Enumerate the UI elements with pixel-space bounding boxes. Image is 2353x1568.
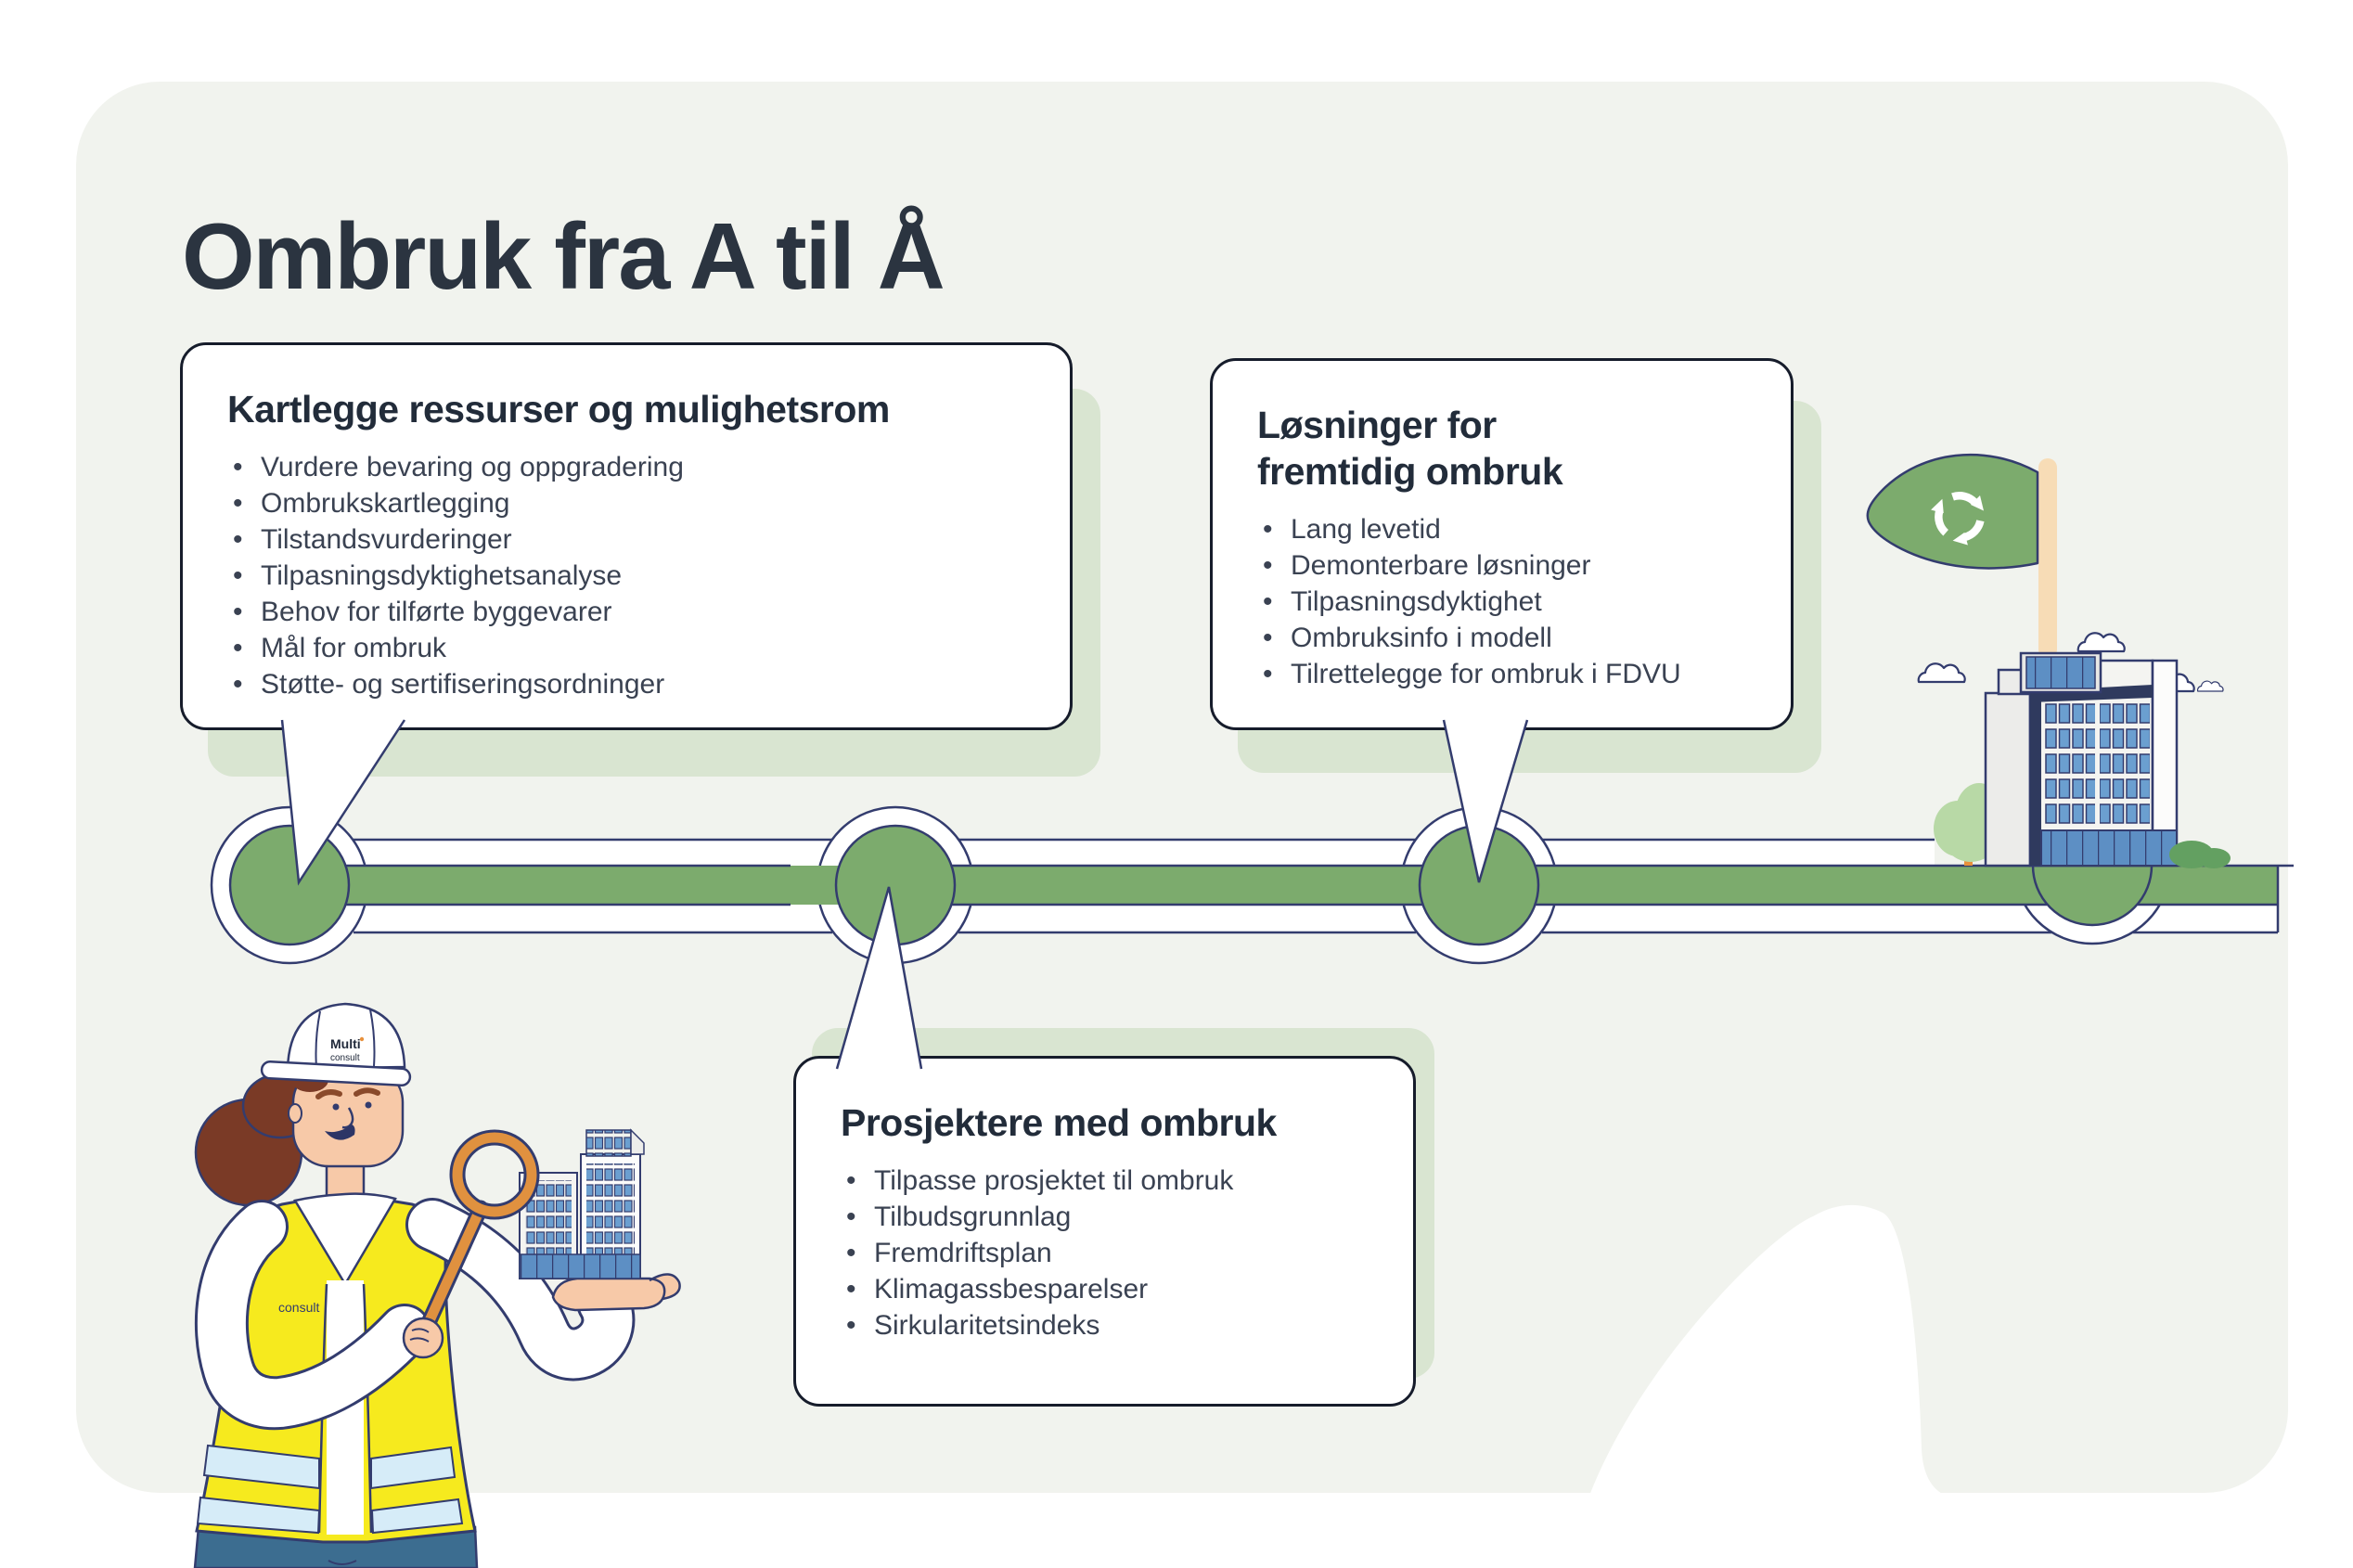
flag-pole xyxy=(2038,458,2057,659)
windows xyxy=(2045,703,2095,829)
timeline-node-1 xyxy=(228,824,351,946)
bullet-item: Mål for ombruk xyxy=(227,630,1025,666)
goal-scene xyxy=(1866,453,2231,868)
bullet-item: Fremdriftsplan xyxy=(841,1235,1369,1271)
bush-icon xyxy=(2169,841,2231,868)
bullet-item: Tilpasningsdyktighet xyxy=(1257,584,1746,620)
callout-title: Kartlegge ressurser og mulighetsrom xyxy=(227,388,890,431)
bullet-item: Lang levetid xyxy=(1257,511,1746,547)
cloud-icon xyxy=(2077,632,2126,653)
vest-brand-text: consult xyxy=(278,1300,319,1315)
cloud-icon xyxy=(1917,662,1966,684)
face xyxy=(288,1065,405,1168)
left-arm xyxy=(194,1200,431,1431)
bullet-item: Ombrukskartlegging xyxy=(227,485,1025,521)
right-arm xyxy=(405,1198,636,1382)
timeline-bar xyxy=(289,866,2278,905)
palm-hand xyxy=(551,1273,681,1312)
callout-title: Løsninger for fremtidig ombruk xyxy=(1257,404,1563,494)
bullet-item: Støtte- og sertifiseringsordninger xyxy=(227,666,1025,702)
bullet-item: Tilrettelegge for ombruk i FDVU xyxy=(1257,656,1746,692)
hat-brand-text-2: consult xyxy=(330,1053,360,1063)
bullet-item: Behov for tilførte byggevarer xyxy=(227,594,1025,630)
bullet-item: Vurdere bevaring og oppgradering xyxy=(227,449,1025,485)
reflective-stripe xyxy=(202,1444,320,1490)
building-icon xyxy=(1984,651,2179,868)
hat-brand-text: Multi xyxy=(330,1036,361,1051)
hat-brim xyxy=(260,1060,412,1086)
bullet-item: Klimagassbesparelser xyxy=(841,1271,1369,1307)
ground-floor-glass xyxy=(2040,829,2178,867)
bullet-item: Tilpasningsdyktighetsanalyse xyxy=(227,558,1025,594)
bullet-item: Tilbudsgrunnlag xyxy=(841,1199,1369,1235)
timeline-node-2 xyxy=(834,824,957,946)
bullet-item: Tilpasse prosjektet til ombruk xyxy=(841,1163,1369,1199)
hard-hat-icon: Multi consult xyxy=(260,1002,412,1086)
reflective-stripe xyxy=(370,1497,464,1535)
bullet-item: Sirkularitetsindeks xyxy=(841,1307,1369,1343)
ear xyxy=(288,1103,302,1124)
reflective-stripe xyxy=(196,1496,321,1535)
eyebrow xyxy=(315,1089,342,1099)
cloud-icon xyxy=(2196,680,2224,692)
grip-hand xyxy=(402,1317,444,1359)
reflective-stripe xyxy=(370,1446,456,1490)
eye xyxy=(332,1103,340,1111)
bullet-item: Demonterbare løsninger xyxy=(1257,547,1746,584)
callout-kartlegge: Kartlegge ressurser og mulighetsrom Vurd… xyxy=(180,342,1073,730)
building-model-icon xyxy=(519,1128,645,1279)
smile xyxy=(325,1125,355,1140)
worker-illustration: Multi consult consult xyxy=(193,1002,681,1568)
logo-peak-shape xyxy=(1589,1204,1946,1496)
callout-title: Prosjektere med ombruk xyxy=(841,1101,1277,1144)
bullet-item: Ombruksinfo i modell xyxy=(1257,620,1746,656)
bullet-item: Tilstandsvurderinger xyxy=(227,521,1025,558)
callout-prosjektere: Prosjektere med ombruk Tilpasse prosjekt… xyxy=(793,1056,1416,1407)
bullet-list: Tilpasse prosjektet til ombrukTilbudsgru… xyxy=(841,1163,1369,1343)
recycle-flag-icon xyxy=(1866,453,2039,570)
eyebrow xyxy=(354,1087,380,1097)
timeline-node-3 xyxy=(1418,824,1540,946)
brand-dot xyxy=(359,1036,365,1042)
nose xyxy=(341,1107,354,1129)
shirt-v-neck xyxy=(293,1192,397,1287)
page-title: Ombruk fra A til Å xyxy=(182,204,945,309)
eye xyxy=(365,1101,372,1109)
recycle-arrows-icon xyxy=(1931,492,1985,546)
bullet-list: Vurdere bevaring og oppgraderingOmbruksk… xyxy=(227,449,1025,702)
windows xyxy=(2100,703,2150,829)
bullet-list: Lang levetidDemonterbare løsningerTilpas… xyxy=(1257,511,1746,692)
callout-losninger: Løsninger for fremtidig ombruk Lang leve… xyxy=(1210,358,1794,730)
